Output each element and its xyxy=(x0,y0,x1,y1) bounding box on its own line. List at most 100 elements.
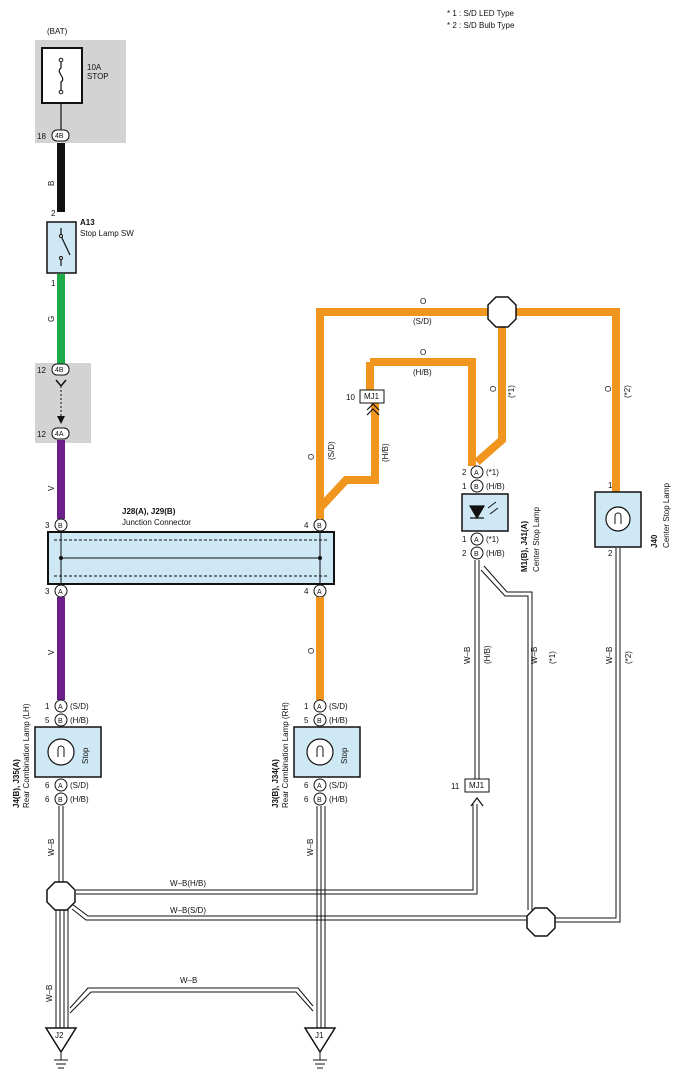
fuse-connector-label: 4B xyxy=(55,133,64,140)
wire-label-o-star2: O xyxy=(604,386,613,392)
cross-wb-b xyxy=(69,991,314,1014)
bulb-code: J40 xyxy=(650,534,659,548)
switch-pin-in: 2 xyxy=(51,209,56,218)
wire-label-v-top: V xyxy=(47,485,56,491)
mj1-bottom-box xyxy=(464,778,490,793)
led-conn-bot2: B xyxy=(474,551,479,558)
bulb-pin-bottom: 2 xyxy=(608,549,613,558)
rear-lamp-lh: A 1 (S/D) B 5 (H/B) Stop A 6 (S/D) B 6 (… xyxy=(12,699,102,808)
lh-label-3: (S/D) xyxy=(70,781,89,790)
rh-pin-4 xyxy=(313,792,327,806)
lh-conn-1: A xyxy=(58,704,63,711)
rh-conn-4: B xyxy=(317,797,322,804)
fuse-box xyxy=(41,47,83,104)
fuse-terminal-bot xyxy=(58,89,64,95)
junction-conn-right-top: B xyxy=(317,523,322,530)
led-pin-bot2-num: 2 xyxy=(462,549,467,558)
lh-code: J4(B), J35(A) xyxy=(12,759,21,808)
rh-pin-3 xyxy=(313,778,327,792)
led-pin-top2-num: 1 xyxy=(462,482,467,491)
lh-name: Rear Combination Lamp (LH) xyxy=(22,703,31,808)
arrow-down-icon xyxy=(57,416,65,424)
mj1-top-name: MJ1 xyxy=(364,392,380,401)
led-name: Center Stop Lamp xyxy=(532,507,541,572)
splice-right xyxy=(526,907,556,937)
led-conn-bot1: A xyxy=(474,537,479,544)
led-pin-top2 xyxy=(470,479,484,493)
led-label-top2: (H/B) xyxy=(486,482,505,491)
lh-pin-2 xyxy=(54,713,68,727)
fuse-symbol xyxy=(58,60,64,92)
ground-j1-icon xyxy=(303,1027,337,1054)
rh-label-1: (S/D) xyxy=(329,702,348,711)
fuse-terminal-top xyxy=(58,57,64,63)
ground-j2: J2 xyxy=(44,1027,78,1069)
mj1-top-pin: 10 xyxy=(346,393,355,402)
fuse-name: STOP xyxy=(87,72,109,81)
connector-4b xyxy=(51,363,70,376)
junction-pin-right-bot-num: 4 xyxy=(304,587,309,596)
connector-4b-pin: 12 xyxy=(37,366,46,375)
wb-hb-a xyxy=(76,804,474,891)
rh-code: J3(B), J34(A) xyxy=(271,759,280,808)
ground-wires xyxy=(55,548,621,1028)
rh-filament xyxy=(316,745,324,757)
rh-pin-3-num: 6 xyxy=(304,781,309,790)
wire-label-star1-bottom: (*1) xyxy=(548,651,557,664)
switch-name: Stop Lamp SW xyxy=(80,229,134,238)
junction-conn-left-top: B xyxy=(58,523,63,530)
lh-pin-1 xyxy=(54,699,68,713)
wb-hb-b xyxy=(76,804,478,895)
led-star1-b xyxy=(483,565,533,910)
lh-pin-1-num: 1 xyxy=(45,702,50,711)
switch-contact-a xyxy=(59,234,63,238)
wire-label-wb-rh: W–B xyxy=(306,839,315,856)
wire-label-hb-led: (H/B) xyxy=(483,645,492,664)
mj1-bottom-name: MJ1 xyxy=(469,781,485,790)
lh-conn-4: B xyxy=(58,797,63,804)
lh-pin-3 xyxy=(54,778,68,792)
rh-conn-3: A xyxy=(317,783,322,790)
fuse-rating: 10A xyxy=(87,63,102,72)
arrow-up-icon xyxy=(470,797,484,807)
lh-pin-3-num: 6 xyxy=(45,781,50,790)
led-code: M1(B), J41(A) xyxy=(520,521,529,572)
connector-4b-label: 4B xyxy=(55,367,64,374)
wire-label-hb-top: (H/B) xyxy=(413,368,432,377)
lh-stop-label: Stop xyxy=(81,747,90,764)
wire-label-sd-left: (S/D) xyxy=(327,441,336,460)
rh-pin-4-num: 6 xyxy=(304,795,309,804)
note-led-type: * 1 : S/D LED Type xyxy=(447,9,515,18)
bulb-icon xyxy=(605,506,631,532)
ground-j1: J1 xyxy=(303,1027,337,1069)
led-pin-bot2 xyxy=(470,546,484,560)
lh-conn-3: A xyxy=(58,783,63,790)
rh-conn-2: B xyxy=(317,718,322,725)
splice-top xyxy=(487,296,517,328)
led-label-bot2: (H/B) xyxy=(486,549,505,558)
chevron-up-icon xyxy=(366,403,380,416)
wire-orange-hb xyxy=(317,400,379,511)
lh-pin-2-num: 5 xyxy=(45,716,50,725)
switch-code: A13 xyxy=(80,218,95,227)
lh-conn-2: B xyxy=(58,718,63,725)
led-star1-a xyxy=(480,569,529,910)
led-icon xyxy=(468,505,486,520)
led-pin-bot1-num: 1 xyxy=(462,535,467,544)
junction-dot-right xyxy=(318,556,322,560)
wire-label-g: G xyxy=(47,316,56,322)
junction-pin-left-bot-num: 3 xyxy=(45,587,50,596)
note-bulb-type: * 2 : S/D Bulb Type xyxy=(447,21,515,30)
switch-contact-b xyxy=(59,256,63,260)
wire-label-b: B xyxy=(47,181,56,186)
rh-conn-1: A xyxy=(317,704,322,711)
wire-label-wb-lh: W–B xyxy=(47,839,56,856)
led-label-top1: (*1) xyxy=(486,468,499,477)
bulb-pin-top: 1 xyxy=(608,481,613,490)
wire-label-wb-star2: W–B xyxy=(605,647,614,664)
center-led-lamp xyxy=(461,493,509,532)
fuse-connector-4b xyxy=(51,129,70,142)
wire-label-wb-j2: W–B xyxy=(45,985,54,1002)
rh-label-3: (S/D) xyxy=(329,781,348,790)
